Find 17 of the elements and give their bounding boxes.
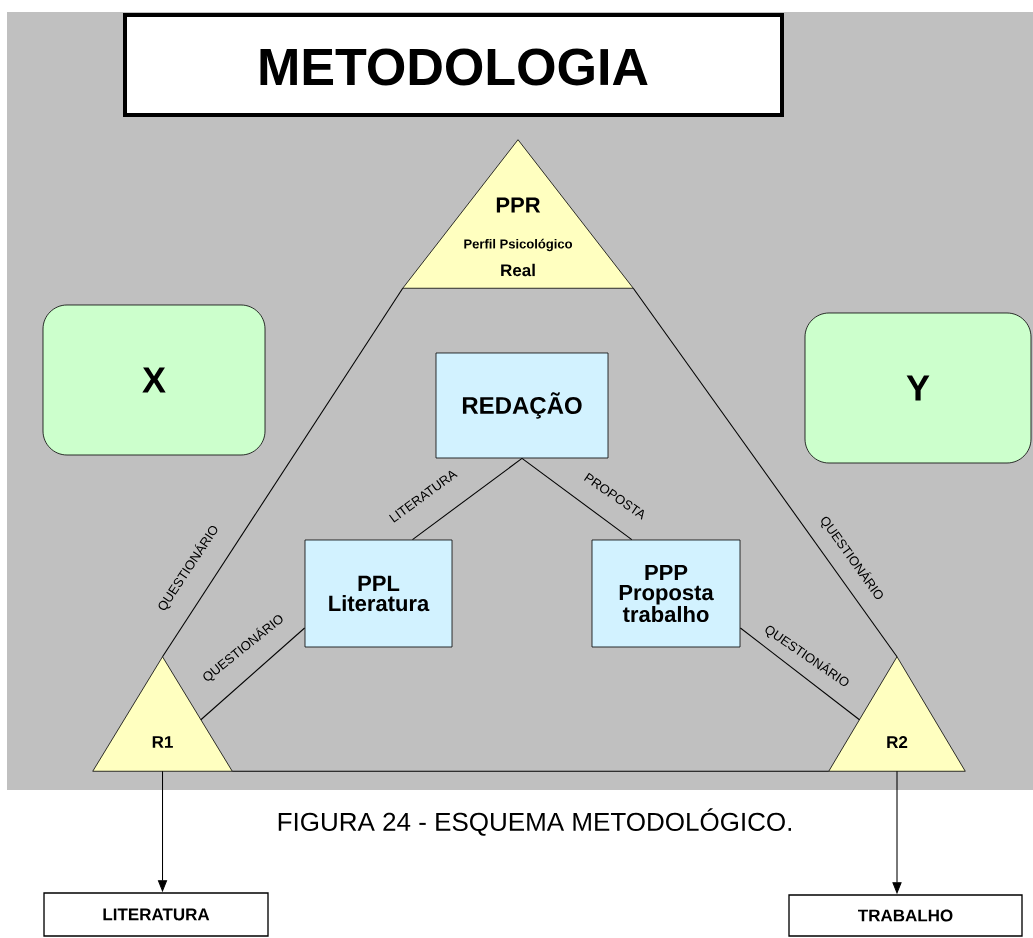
output-box: LITERATURA xyxy=(43,892,269,937)
connector-line xyxy=(411,457,523,541)
connector-line xyxy=(161,287,404,658)
triangle: PPR Perfil Psicológico Real xyxy=(402,139,634,289)
process-box: PPP Proposta trabalho xyxy=(591,539,741,648)
process-box: PPL Literatura xyxy=(304,539,453,648)
connector-line xyxy=(231,770,830,772)
connector-line xyxy=(739,627,860,721)
output-box: TRABALHO xyxy=(788,894,1023,937)
caption: FIGURA 24 - ESQUEMA METODOLÓGICO. xyxy=(278,808,791,836)
rounded-box: X xyxy=(42,304,266,456)
connector-line xyxy=(200,627,306,721)
rounded-box: Y xyxy=(804,312,1032,464)
process-box: REDAÇÃO xyxy=(435,352,609,459)
title-box: METODOLOGIA xyxy=(123,13,784,117)
connector-line xyxy=(632,287,898,658)
connector-line xyxy=(521,457,633,541)
